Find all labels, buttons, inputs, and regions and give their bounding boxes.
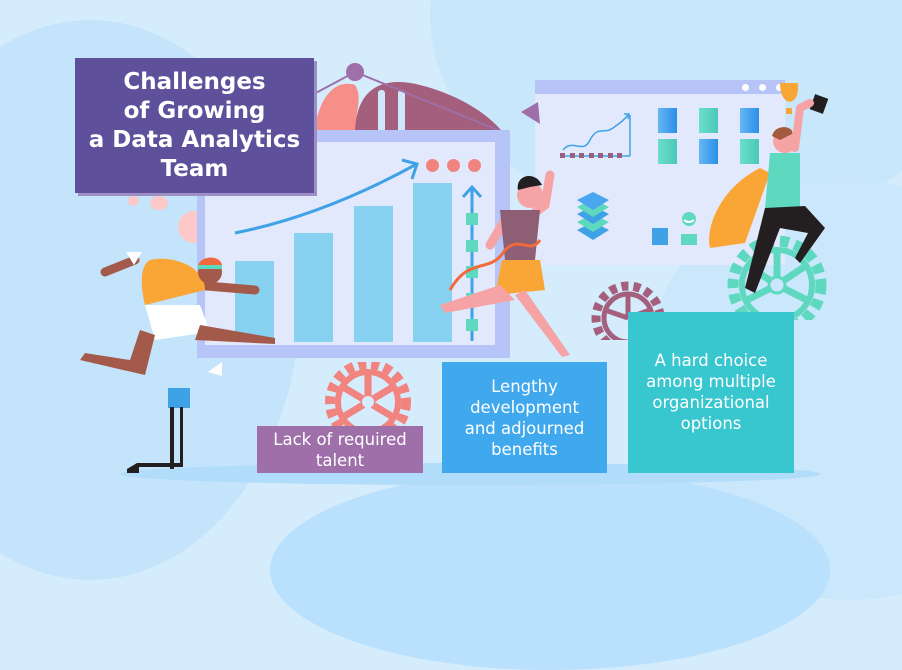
- chart-bar: [354, 206, 393, 342]
- challenge-line: A hard choice: [654, 351, 768, 370]
- decorative-circle: [128, 196, 139, 206]
- layers-icon: [577, 192, 609, 240]
- challenge-line: benefits: [491, 439, 558, 459]
- title-line: Team: [160, 155, 229, 182]
- challenge-line: options: [680, 414, 742, 433]
- title-line: a Data Analytics: [88, 126, 301, 153]
- chart-bar: [294, 233, 333, 342]
- challenge-line: Lengthy: [491, 376, 558, 396]
- window-dot: [426, 159, 439, 172]
- window-dot: [447, 159, 460, 172]
- chart-bar: [235, 261, 274, 342]
- challenge-development-label: Lengthy development and adjourned benefi…: [442, 362, 607, 473]
- dashboard-tile: [658, 108, 677, 133]
- challenge-line: organizational: [652, 393, 770, 412]
- user-icon: [681, 212, 697, 245]
- dashboard-tile: [699, 139, 718, 164]
- leaves-decoration-icon: [311, 63, 510, 135]
- hero-trophy-figure-icon: [709, 83, 829, 293]
- gear-icon: [325, 362, 411, 432]
- challenge-line: talent: [315, 450, 365, 470]
- page-title: Challenges of Growing a Data Analytics T…: [75, 58, 314, 193]
- challenge-line: among multiple: [646, 372, 776, 391]
- dashboard-tile: [740, 139, 759, 164]
- small-square-icon: [652, 228, 668, 245]
- decorative-circle: [150, 196, 168, 210]
- chart-bar: [413, 183, 452, 342]
- window-dot: [759, 84, 766, 91]
- triangle-decoration-icon: [208, 362, 222, 376]
- challenge-organization-label: A hard choice among multiple organizatio…: [628, 312, 794, 473]
- growth-arrow-icon: [234, 158, 419, 235]
- hurdle-icon: [127, 388, 190, 473]
- title-line: of Growing: [123, 97, 266, 124]
- purple-triangle-icon: [521, 102, 540, 124]
- challenge-line: and adjourned: [464, 418, 585, 438]
- challenge-line: development: [470, 397, 579, 417]
- dashboard-tile: [658, 139, 677, 164]
- window-dot: [742, 84, 749, 91]
- hurdler-figure-icon: [80, 255, 275, 375]
- triangle-decoration-icon: [126, 252, 142, 265]
- window-dot: [468, 159, 481, 172]
- dashboard-tile: [740, 108, 759, 133]
- background-blob: [270, 470, 830, 670]
- title-line: Challenges: [123, 68, 266, 95]
- challenge-line: Lack of required: [273, 429, 407, 449]
- challenge-talent-label: Lack of required talent: [257, 426, 423, 473]
- window-titlebar: [535, 80, 785, 94]
- dashboard-tile: [699, 108, 718, 133]
- window-dot: [776, 84, 783, 91]
- runner-figure-icon: [440, 170, 570, 357]
- line-chart-icon: [560, 113, 631, 158]
- gear-icon: [727, 235, 827, 320]
